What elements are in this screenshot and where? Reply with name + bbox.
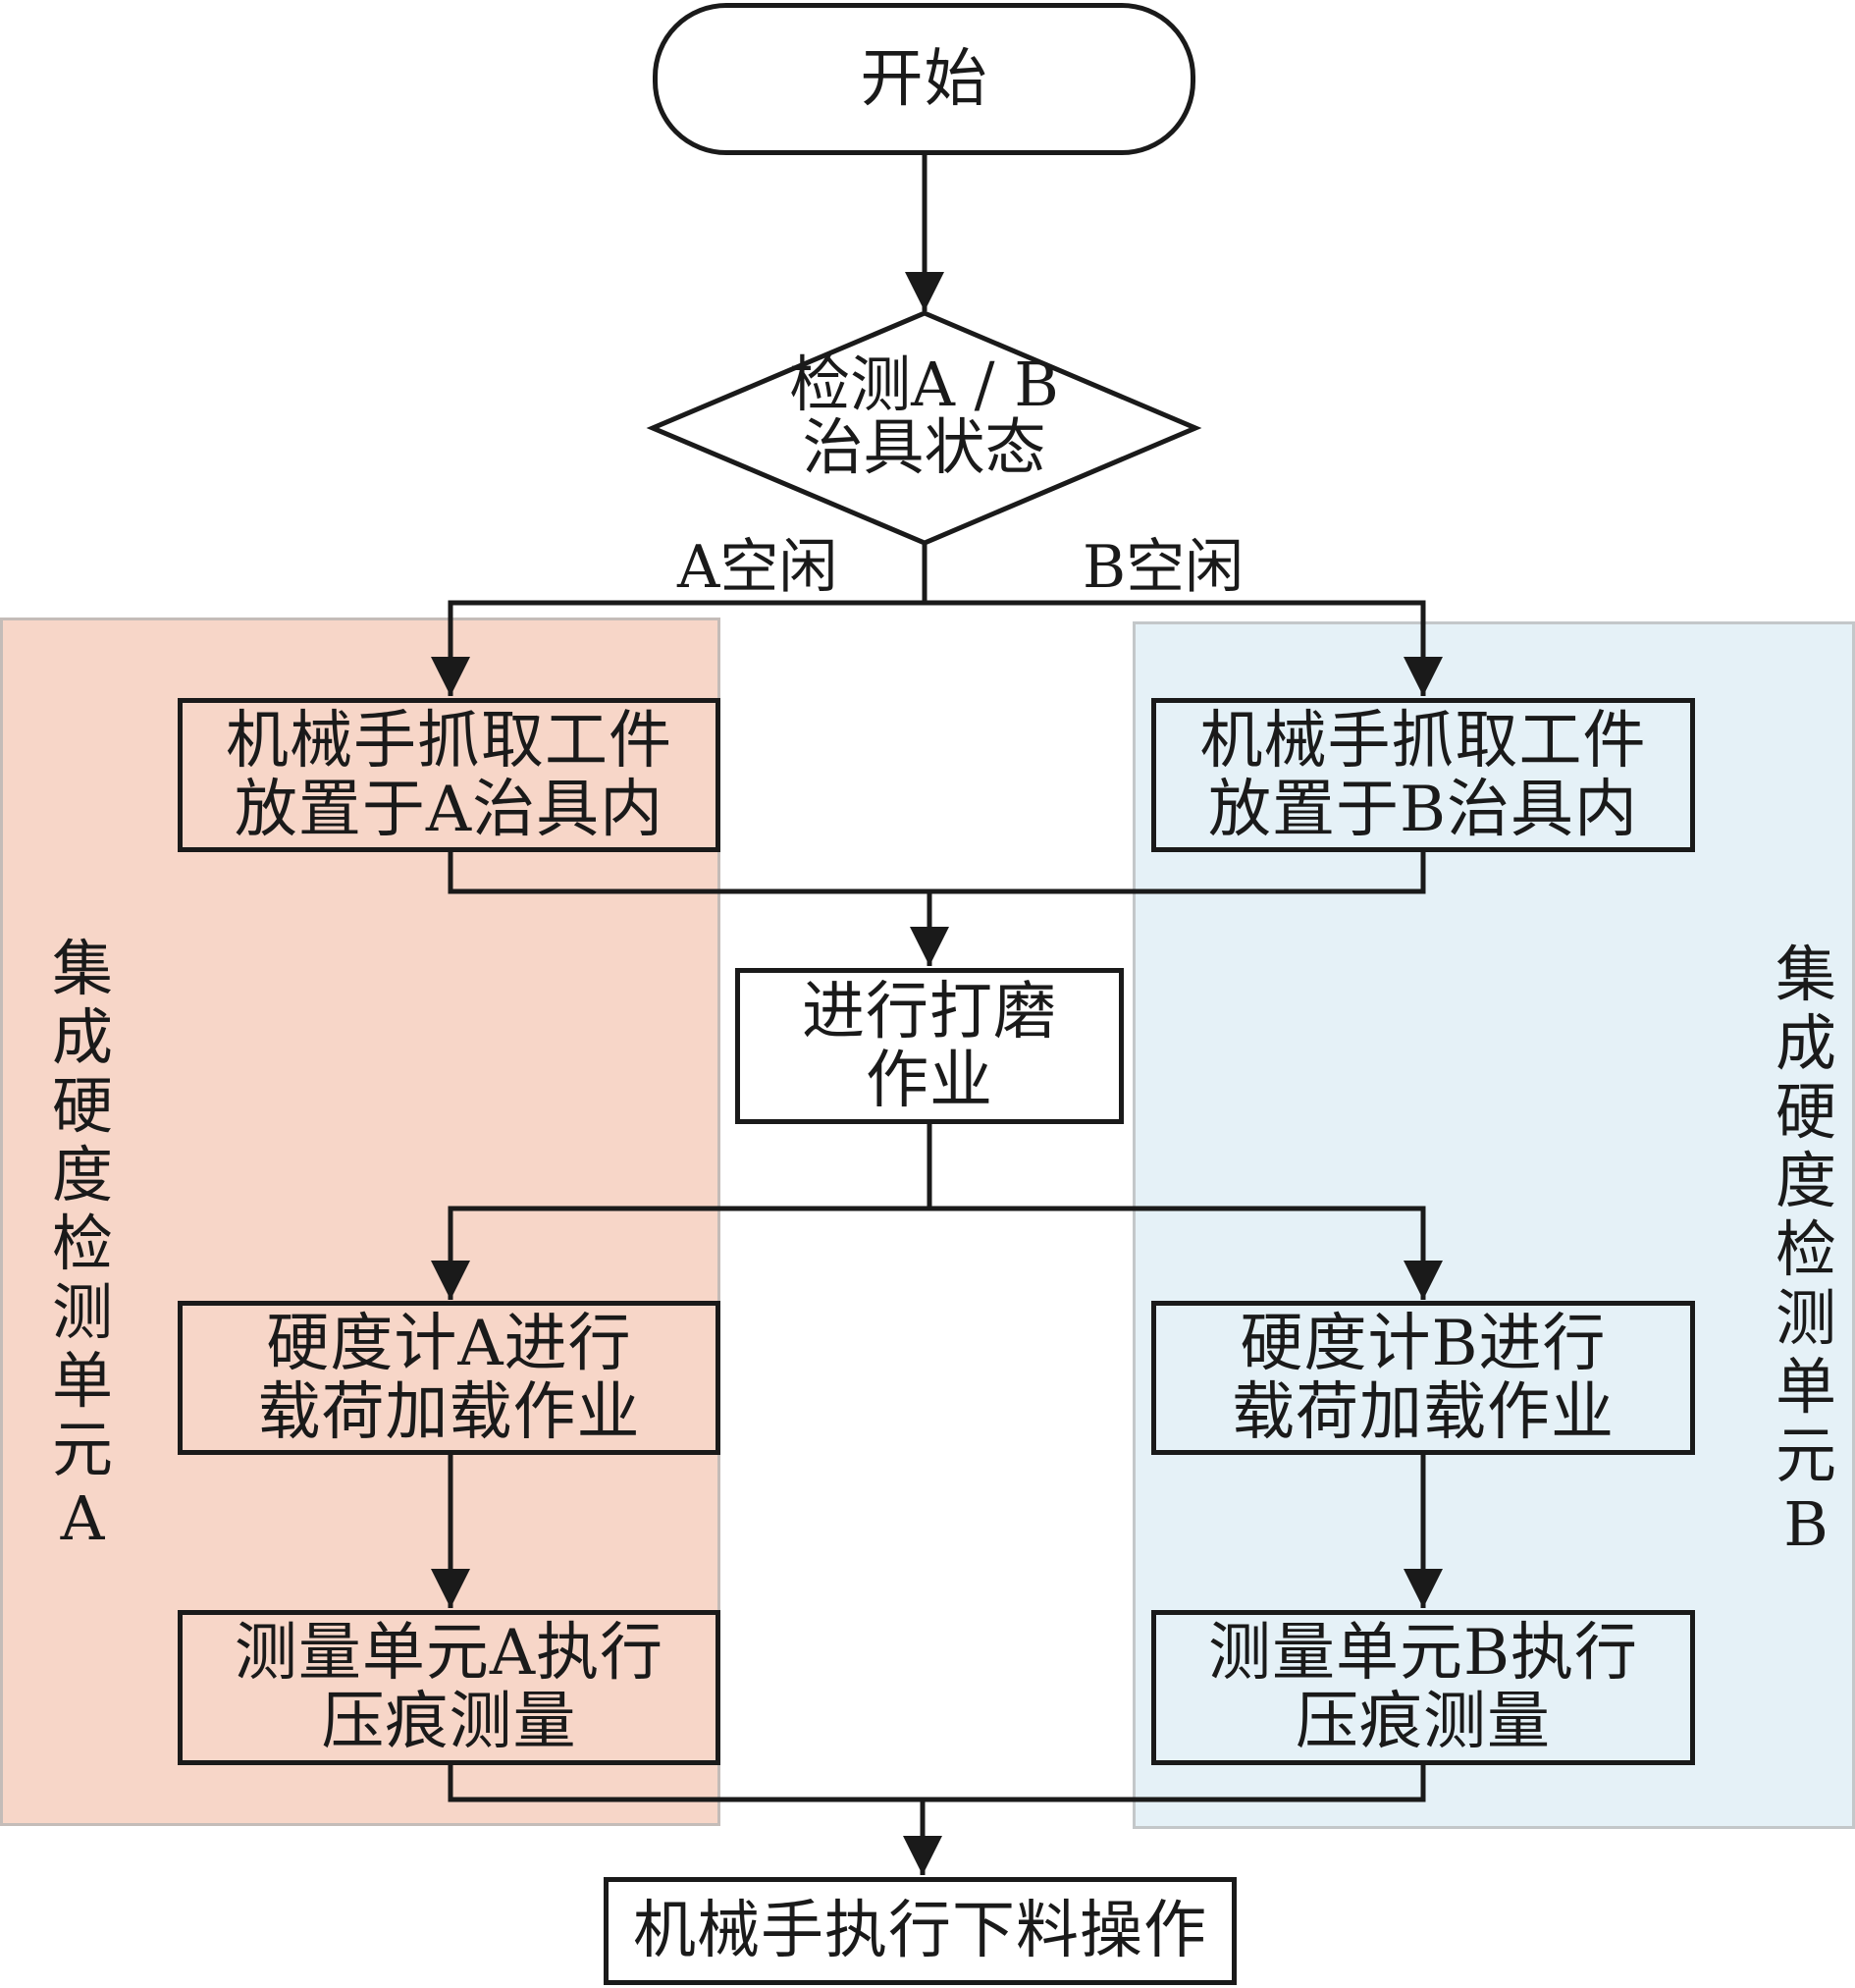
unit-b-step2-line1: 硬度计B进行	[1240, 1307, 1607, 1380]
unit-a-title-char: 测	[51, 1276, 113, 1348]
unit-b-step2-line2: 载荷加载作业	[1232, 1375, 1615, 1449]
unit-b-title-char: 检	[1775, 1213, 1836, 1285]
unit-a-title-char: 单	[51, 1345, 113, 1417]
edge-a1-merge	[448, 852, 1426, 894]
unit-b-step3-box: 测量单元B执行 压痕测量	[1151, 1610, 1695, 1765]
edge-to-a2	[431, 1206, 929, 1300]
end-label: 机械手执行下料操作	[633, 1895, 1207, 1967]
grinding-line2: 作业	[866, 1044, 993, 1117]
unit-b-step1-line1: 机械手抓取工件	[1199, 704, 1647, 778]
unit-a-title-char: 成	[51, 1001, 113, 1073]
unit-a-step2-line2: 载荷加载作业	[257, 1375, 641, 1449]
unit-a-step1-line2: 放置于A治具内	[234, 773, 664, 846]
unit-a-step2-box: 硬度计A进行 载荷加载作业	[178, 1301, 720, 1455]
unit-a-title-char: 度	[51, 1139, 113, 1210]
edge-to-a1	[431, 600, 925, 696]
unit-a-title-char: 检	[51, 1208, 113, 1279]
decision-line2: 治具状态	[802, 411, 1046, 483]
unit-b-step3-line1: 测量单元B执行	[1207, 1617, 1639, 1690]
unit-a-title-char: 集	[51, 933, 113, 1004]
unit-a-step3-line2: 压痕测量	[321, 1686, 577, 1758]
unit-a-title-char: 硬	[51, 1070, 113, 1142]
unit-b-step2-box: 硬度计B进行 载荷加载作业	[1151, 1301, 1695, 1455]
decision-line1: 检测A / B	[789, 349, 1059, 420]
grinding-line1: 进行打磨	[802, 975, 1057, 1048]
edge-final-merge	[448, 1765, 1426, 1802]
unit-a-step1-box: 机械手抓取工件 放置于A治具内	[178, 698, 720, 852]
unit-b-step3-line2: 压痕测量	[1296, 1686, 1551, 1758]
branch-label-b: B空闲	[1083, 533, 1245, 602]
unit-b-title-char: 元	[1775, 1420, 1836, 1491]
unit-a-step2-line1: 硬度计A进行	[266, 1307, 632, 1380]
unit-b-title-char: 测	[1775, 1282, 1836, 1354]
unit-b-title-char: 成	[1775, 1007, 1836, 1079]
unit-b-title-char: B	[1783, 1488, 1828, 1560]
end-box: 机械手执行下料操作	[604, 1877, 1237, 1985]
unit-b-step1-line2: 放置于B治具内	[1207, 773, 1639, 846]
unit-b-title-char: 硬	[1775, 1076, 1836, 1148]
start-label: 开始	[860, 42, 988, 116]
edge-to-b1	[925, 600, 1443, 696]
grinding-box: 进行打磨 作业	[735, 968, 1124, 1124]
start-terminal: 开始	[653, 3, 1195, 155]
branch-label-a: A空闲	[677, 533, 838, 602]
edge-to-b2	[929, 1206, 1443, 1300]
unit-b-step1-box: 机械手抓取工件 放置于B治具内	[1151, 698, 1695, 852]
unit-a-step1-line1: 机械手抓取工件	[226, 704, 672, 778]
unit-a-title-char: 元	[51, 1414, 113, 1485]
decision-label: 检测A / B 治具状态	[653, 353, 1195, 479]
unit-a-step3-line1: 测量单元A执行	[234, 1617, 664, 1690]
unit-b-title-char: 度	[1775, 1145, 1836, 1216]
unit-b-title-char: 单	[1775, 1351, 1836, 1423]
unit-b-title-char: 集	[1775, 939, 1836, 1010]
unit-a-step3-box: 测量单元A执行 压痕测量	[178, 1610, 720, 1765]
unit-a-title-char: A	[60, 1482, 105, 1554]
